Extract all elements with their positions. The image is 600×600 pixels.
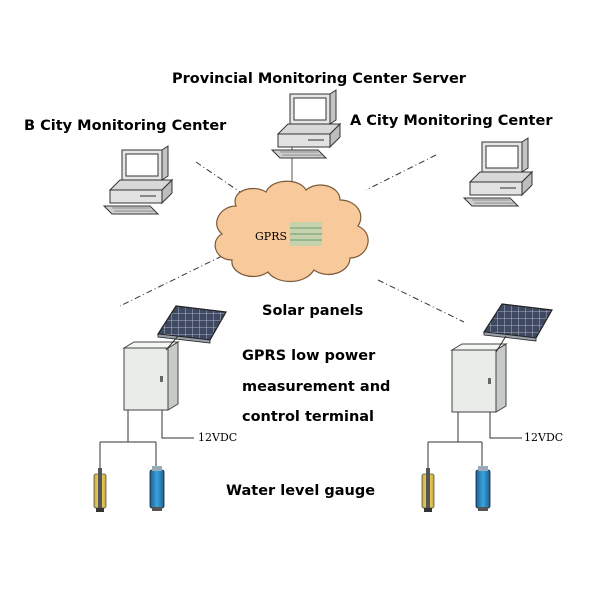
right-panel-cabinet-wire bbox=[495, 335, 507, 353]
right-water-gauge-icon bbox=[421, 467, 435, 513]
link-cloud-right-station bbox=[377, 279, 465, 323]
left-panel-cabinet-wire bbox=[165, 335, 179, 351]
solar-panels-label: Solar panels bbox=[262, 303, 363, 319]
b-city-computer-icon bbox=[103, 145, 173, 215]
right-solar-panel-icon bbox=[483, 303, 553, 342]
link-cloud-left-station bbox=[119, 255, 223, 307]
right-power-wire bbox=[489, 412, 522, 439]
provincial-server-computer-icon bbox=[271, 89, 341, 159]
right-station: 12VDC bbox=[421, 303, 563, 513]
right-battery-sensor-icon bbox=[475, 465, 491, 512]
link-bcity-cloud bbox=[195, 161, 247, 197]
gprs-cloud: GPRS bbox=[214, 180, 369, 283]
right-voltage-label: 12VDC bbox=[524, 431, 563, 444]
left-water-gauge-icon bbox=[93, 467, 107, 513]
left-power-wire bbox=[161, 410, 194, 439]
gprs-cloud-label: GPRS bbox=[255, 230, 287, 243]
right-sensor-wire bbox=[427, 412, 483, 468]
left-sensor-wire bbox=[99, 410, 157, 468]
left-battery-sensor-icon bbox=[149, 465, 165, 512]
a-city-computer-icon bbox=[463, 137, 533, 207]
terminal-label-line3: control terminal bbox=[242, 409, 374, 425]
left-voltage-label: 12VDC bbox=[198, 431, 237, 444]
provincial-server-label: Provincial Monitoring Center Server bbox=[172, 71, 467, 87]
left-terminal-cabinet-icon bbox=[123, 341, 179, 411]
terminal-label-line1: GPRS low power bbox=[242, 348, 376, 364]
left-solar-panel-icon bbox=[157, 305, 227, 344]
right-terminal-cabinet-icon bbox=[451, 343, 507, 413]
water-gauge-label: Water level gauge bbox=[226, 483, 375, 499]
b-city-center-label: B City Monitoring Center bbox=[24, 118, 227, 134]
cloud-signal-lines bbox=[290, 227, 322, 241]
left-station: 12VDC bbox=[93, 305, 237, 513]
a-city-center-label: A City Monitoring Center bbox=[350, 113, 553, 129]
link-acity-cloud bbox=[365, 154, 437, 191]
terminal-label-line2: measurement and bbox=[242, 379, 390, 395]
